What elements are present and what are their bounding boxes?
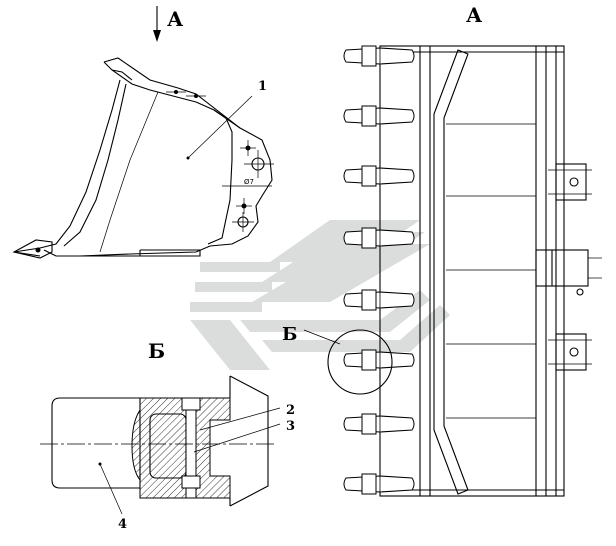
bucket-tooth	[343, 227, 415, 249]
detail-title: Б	[148, 339, 165, 363]
teeth-group	[343, 45, 415, 495]
bucket-tooth	[343, 473, 415, 495]
bucket-tooth	[343, 165, 415, 187]
bucket-tooth	[343, 105, 415, 127]
part-label-4: 4	[118, 517, 127, 532]
part-label-3: 3	[286, 419, 295, 434]
dimension-label: Ø7	[244, 178, 254, 186]
detail-circle	[303, 329, 393, 395]
detail-view	[40, 375, 281, 515]
bucket-side-view	[12, 57, 274, 259]
bucket-tooth	[343, 45, 415, 67]
part-label-2: 2	[286, 403, 295, 418]
view-arrow	[153, 6, 161, 42]
bucket-tooth	[343, 289, 415, 311]
bucket-front-view	[379, 45, 602, 497]
detail-circle-label: Б	[282, 324, 297, 345]
bucket-tooth	[343, 413, 415, 435]
view-arrow-label: А	[167, 7, 184, 31]
bucket-tooth	[343, 349, 415, 371]
part-label-1: 1	[258, 79, 267, 94]
view-title: А	[466, 3, 483, 27]
